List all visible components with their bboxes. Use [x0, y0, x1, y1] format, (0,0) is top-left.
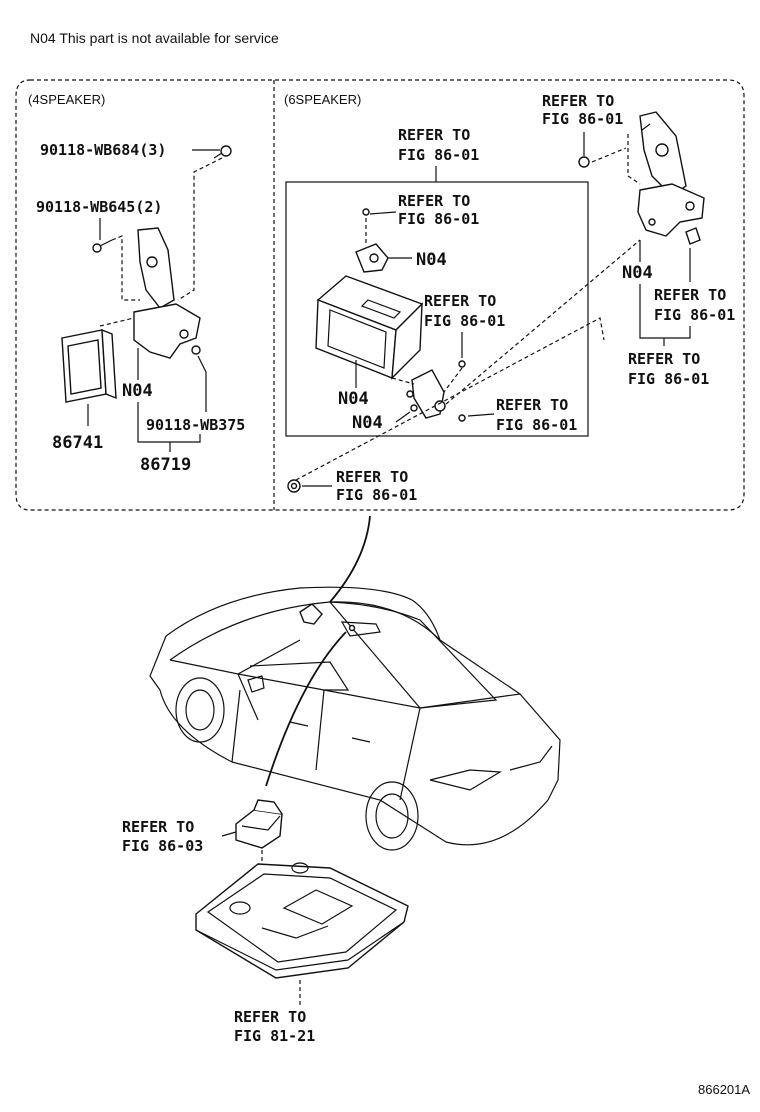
module-location-marker: [299, 603, 323, 625]
label-refer-to: REFER TO: [628, 350, 700, 368]
bracket-line: [639, 284, 691, 339]
label-refer-to: REFER TO: [654, 286, 726, 304]
clip-icon: [685, 227, 701, 245]
leader-line: [369, 211, 397, 215]
panel-title-4speaker: (4SPEAKER): [28, 92, 105, 107]
panel-outline: [15, 79, 745, 511]
label-fig-86-03: FIG 86-03: [122, 837, 203, 855]
label-fig-86-01: FIG 86-01: [496, 416, 577, 434]
bolt-icon: [578, 156, 590, 168]
lower-bracket: [406, 369, 446, 419]
bolt-icon: [213, 145, 232, 159]
assembly-line: [111, 235, 140, 301]
screw-icon: [458, 360, 466, 368]
label-refer-to: REFER TO: [542, 92, 614, 110]
pointer-arrow: [265, 631, 347, 787]
nut-icon: [191, 345, 201, 355]
assembly-line: [627, 134, 641, 185]
pointer-arrow: [329, 515, 371, 603]
mounting-bracket: [133, 227, 201, 359]
leader-line: [221, 831, 237, 837]
assembly-line: [295, 317, 605, 481]
label-n04: N04: [416, 250, 447, 270]
panel-title-6speaker: (6SPEAKER): [284, 92, 361, 107]
amplifier-module-6speaker: [315, 275, 424, 380]
label-refer-to: REFER TO: [122, 818, 194, 836]
label-90118-wb684: 90118-WB684(3): [40, 141, 166, 159]
label-n04: N04: [622, 263, 653, 283]
overhead-console: [195, 862, 409, 979]
label-n04: N04: [338, 389, 369, 409]
label-fig-86-01: FIG 86-01: [336, 486, 417, 504]
label-fig-86-01: FIG 86-01: [628, 370, 709, 388]
label-refer-to: REFER TO: [496, 396, 568, 414]
label-refer-to: REFER TO: [424, 292, 496, 310]
assembly-line: [177, 157, 223, 301]
leader-line: [641, 123, 651, 131]
label-refer-to: REFER TO: [234, 1008, 306, 1026]
label-fig-86-01: FIG 86-01: [654, 306, 735, 324]
assembly-line: [99, 317, 135, 327]
label-86719: 86719: [140, 455, 191, 475]
bracket-line: [137, 402, 201, 443]
assembly-line: [591, 147, 627, 163]
small-bracket: [355, 243, 389, 273]
label-fig-86-01: FIG 86-01: [398, 210, 479, 228]
figure-id: 866201A: [698, 1082, 750, 1097]
service-note: N04 This part is not available for servi…: [30, 30, 279, 46]
label-90118-wb375: 90118-WB375: [146, 416, 245, 434]
label-n04: N04: [122, 381, 153, 401]
assembly-line: [443, 367, 463, 393]
screw-icon: [362, 208, 370, 216]
label-fig-86-01: FIG 86-01: [398, 146, 479, 164]
label-n04: N04: [352, 413, 383, 433]
vehicle-outline: [149, 586, 561, 851]
leader-line: [197, 355, 207, 412]
nut-icon: [287, 479, 301, 493]
label-refer-to: REFER TO: [398, 192, 470, 210]
right-mounting-bracket: [637, 111, 705, 237]
screw-icon: [458, 414, 466, 422]
leader-line: [395, 411, 411, 423]
label-86741: 86741: [52, 433, 103, 453]
label-fig-86-01: FIG 86-01: [542, 110, 623, 128]
assembly-line: [391, 377, 415, 385]
detail-box: [285, 181, 589, 437]
sensor-module: [235, 799, 283, 849]
label-refer-to: REFER TO: [398, 126, 470, 144]
assembly-line: [445, 239, 641, 405]
label-90118-wb645: 90118-WB645(2): [36, 198, 162, 216]
label-fig-81-21: FIG 81-21: [234, 1027, 315, 1045]
leader-line: [467, 413, 495, 417]
label-refer-to: REFER TO: [336, 468, 408, 486]
amplifier-module: [61, 328, 117, 403]
label-fig-86-01: FIG 86-01: [424, 312, 505, 330]
screw-icon: [92, 239, 113, 253]
